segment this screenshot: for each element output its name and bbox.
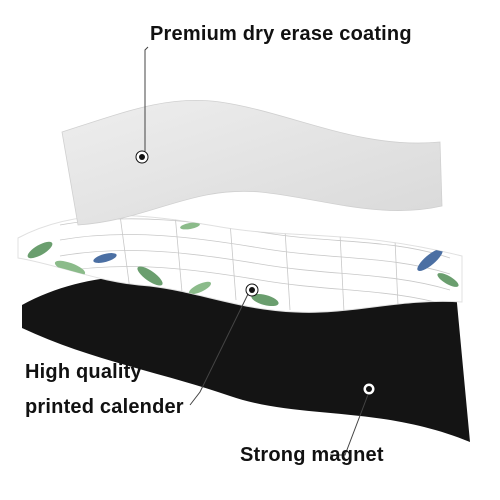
calendar-layer (17, 215, 463, 313)
callout-lines (144, 46, 370, 456)
calendar-label-line1: High quality (25, 361, 142, 383)
calendar-label-line2: printed calender (25, 396, 184, 418)
calendar-grid (59, 215, 451, 313)
leaf-decoration-icon (27, 222, 459, 307)
magnet-layer (22, 276, 470, 442)
coating-label: Premium dry erase coating (150, 23, 412, 45)
coating-layer (61, 99, 443, 226)
marker-dot-icon (245, 283, 259, 297)
magnet-label: Strong magnet (240, 444, 384, 466)
marker-dot-icon (135, 150, 149, 164)
marker-dot-icon (362, 382, 376, 396)
